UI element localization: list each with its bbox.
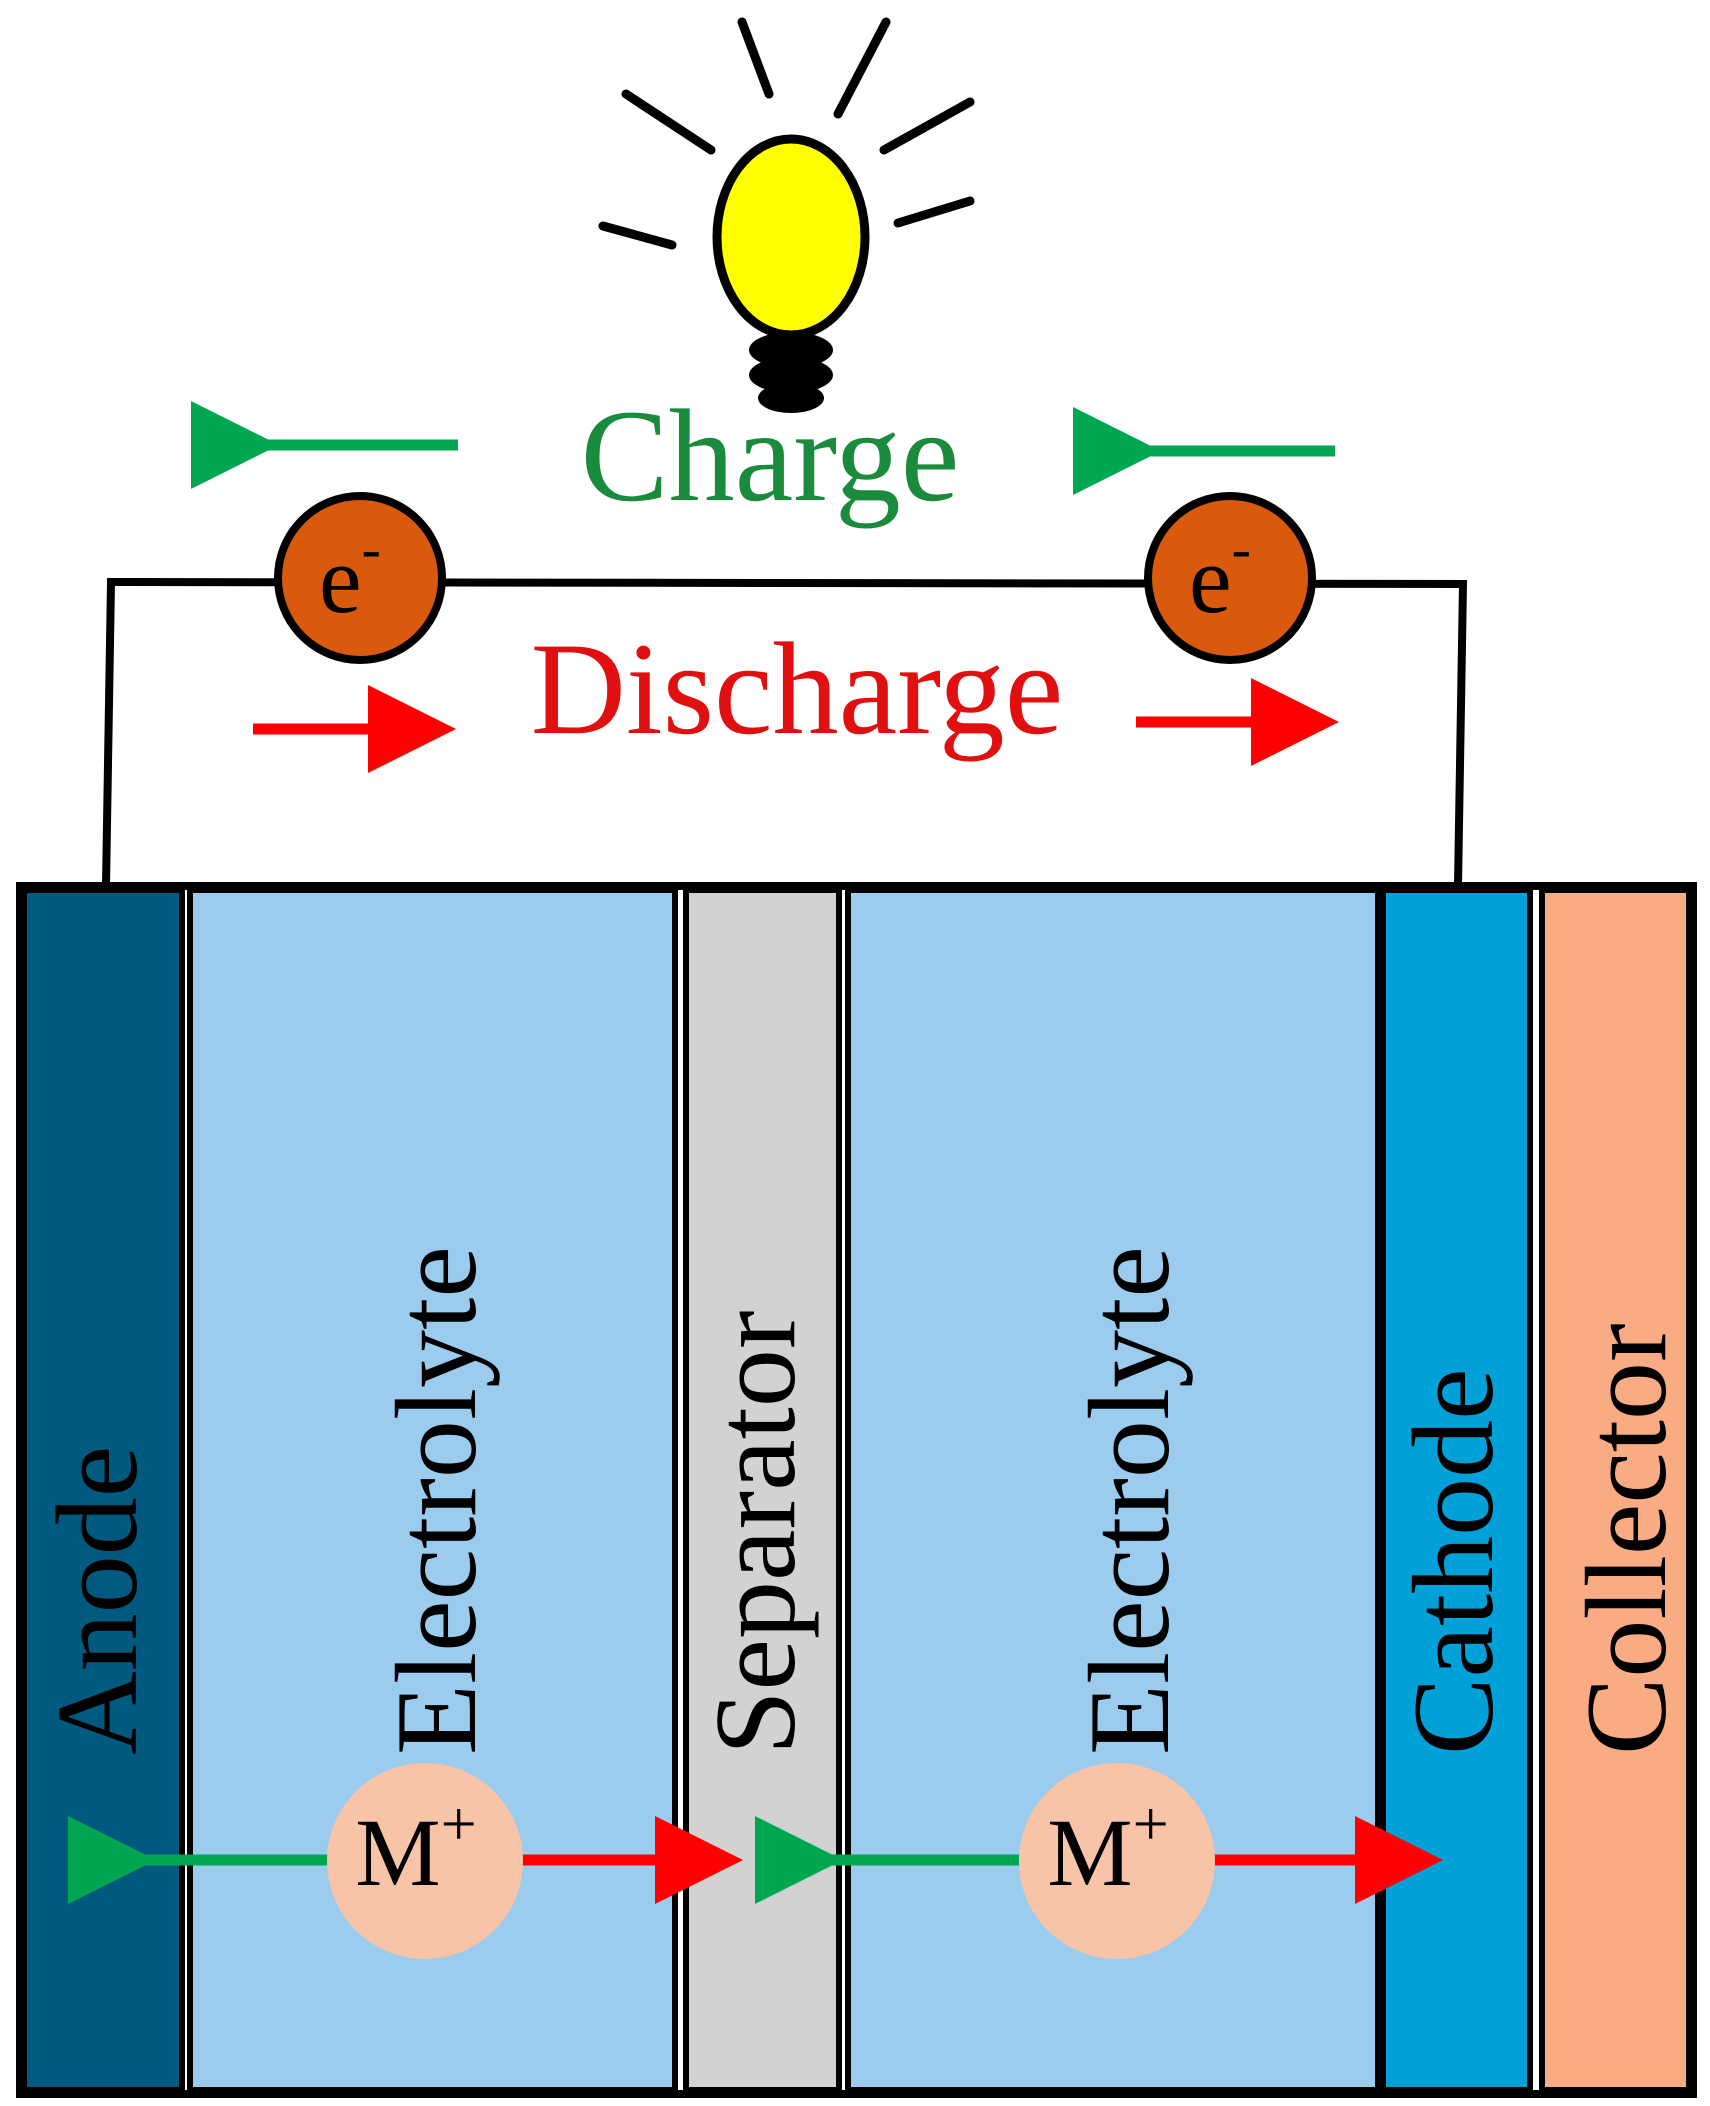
bulb-base-ring bbox=[749, 357, 833, 393]
cathode-label: Cathode bbox=[1390, 1368, 1518, 1755]
svg-text:M+: M+ bbox=[1047, 1788, 1168, 1906]
bulb-glass bbox=[712, 134, 870, 340]
anode-label: Anode bbox=[34, 1446, 162, 1755]
svg-text:e-: e- bbox=[1189, 516, 1251, 633]
electron-left: e- bbox=[274, 492, 446, 664]
ion-symbol: M bbox=[1047, 1799, 1132, 1906]
bulb-base-tip bbox=[758, 383, 824, 413]
ion-charge: + bbox=[441, 1788, 477, 1859]
bulb-base-ring bbox=[749, 332, 833, 368]
electron-symbol: e bbox=[1189, 526, 1232, 633]
electron-charge: - bbox=[362, 516, 381, 581]
collector-label: Collector bbox=[1563, 1323, 1691, 1755]
electrolyte-left-label: Electrolyte bbox=[373, 1246, 501, 1755]
svg-text:e-: e- bbox=[319, 516, 381, 633]
light-bulb-icon bbox=[598, 17, 975, 413]
electron-right: e- bbox=[1144, 492, 1316, 664]
separator-label: Separator bbox=[692, 1311, 820, 1755]
electrolyte-right-label: Electrolyte bbox=[1066, 1246, 1194, 1755]
ion-charge: + bbox=[1133, 1788, 1169, 1859]
bulb-rays bbox=[598, 17, 975, 250]
electron-symbol: e bbox=[319, 526, 362, 633]
ion-symbol: M bbox=[355, 1799, 440, 1906]
metal-ion-right: M+ bbox=[1019, 1763, 1215, 1959]
discharge-label: Discharge bbox=[531, 615, 1064, 762]
svg-text:M+: M+ bbox=[355, 1788, 476, 1906]
electron-charge: - bbox=[1232, 516, 1251, 581]
charge-label: Charge bbox=[581, 382, 960, 529]
metal-ion-left: M+ bbox=[327, 1763, 523, 1959]
external-circuit-wire bbox=[102, 577, 1468, 886]
collector-layer bbox=[1539, 887, 1692, 2093]
